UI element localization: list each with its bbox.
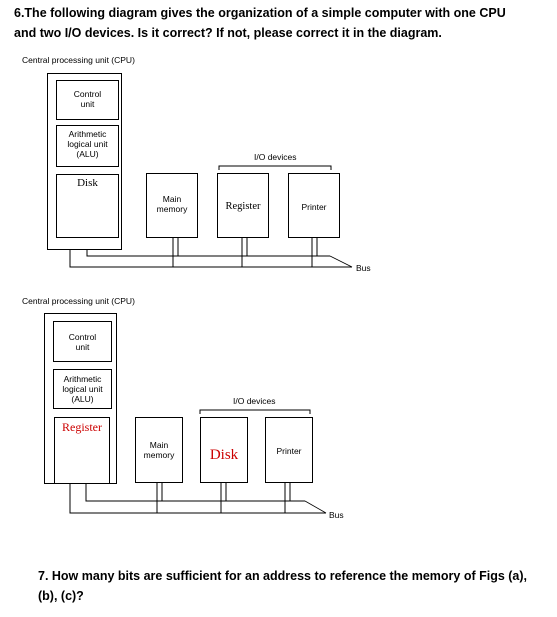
cpu-slot-b: Register — [54, 417, 110, 484]
io-device-2-a: Printer — [288, 173, 340, 238]
control-unit-b: Control unit — [53, 321, 112, 362]
question-7-line-2: (b), (c)? — [38, 589, 84, 603]
bus-label-a: Bus — [356, 263, 371, 273]
main-memory-b: Main memory — [135, 417, 183, 483]
alu-a: Arithmetic logical unit (ALU) — [56, 125, 119, 167]
io-device-1-a: Register — [217, 173, 269, 238]
io-devices-label-a: I/O devices — [254, 152, 297, 162]
io-devices-label-b: I/O devices — [233, 396, 276, 406]
cpu-caption-a: Central processing unit (CPU) — [22, 55, 135, 65]
cpu-caption-b: Central processing unit (CPU) — [22, 296, 135, 306]
control-unit-a: Control unit — [56, 80, 119, 120]
question-6-line-2: and two I/O devices. Is it correct? If n… — [14, 26, 442, 40]
question-6-line-1: 6.The following diagram gives the organi… — [14, 6, 506, 20]
bus-label-b: Bus — [329, 510, 344, 520]
cpu-slot-a: Disk — [56, 174, 119, 238]
question-7-line-1: 7. How many bits are sufficient for an a… — [38, 569, 528, 583]
io-device-2-b: Printer — [265, 417, 313, 483]
alu-b: Arithmetic logical unit (ALU) — [53, 369, 112, 409]
main-memory-a: Main memory — [146, 173, 198, 238]
io-device-1-b: Disk — [200, 417, 248, 483]
